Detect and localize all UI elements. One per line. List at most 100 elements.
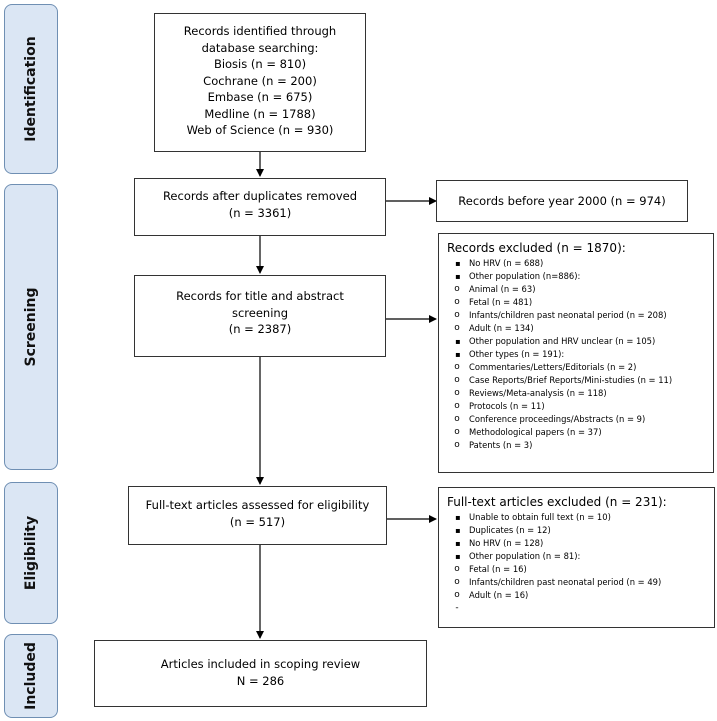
exclusion-reason: ▪ Other population and HRV unclear (n = 1…	[447, 335, 705, 348]
bullet-circle-icon: o	[454, 323, 460, 333]
exclusion-text: No HRV (n = 688)	[469, 258, 544, 268]
exclusion-text: Other population (n=886):	[469, 271, 581, 281]
bullet-circle-icon: o	[454, 590, 460, 600]
bullet-circle-icon: o	[454, 564, 460, 574]
exclusion-text: Other population and HRV unclear (n = 10…	[469, 336, 656, 346]
bullet-square-icon: ▪	[455, 272, 461, 281]
duplicates-line2: (n = 3361)	[228, 205, 292, 220]
bullet-circle-icon: o	[454, 362, 460, 372]
bullet-square-icon: ▪	[455, 552, 461, 561]
exclusion-subreason: o Commentaries/Letters/Editorials (n = 2)	[447, 361, 705, 374]
screening-line1: Records for title and abstract	[176, 289, 344, 303]
exclusion-text: Patents (n = 3)	[469, 440, 533, 450]
before-2000-text: Records before year 2000 (n = 974)	[458, 194, 666, 208]
exclusion-subreason: o Methodological papers (n = 37)	[447, 426, 705, 439]
identified-source: Biosis (n = 810)	[213, 57, 307, 71]
exclusion-text: Methodological papers (n = 37)	[469, 427, 602, 437]
identified-line1: Records identified through	[183, 24, 337, 38]
exclusion-text: No HRV (n = 128)	[469, 538, 544, 548]
screening-line3: (n = 2387)	[228, 322, 292, 336]
exclusion-text: Duplicates (n = 12)	[469, 525, 551, 535]
phase-identification: Identification	[4, 4, 58, 174]
exclusion-text: Fetal (n = 16)	[469, 564, 527, 574]
exclusion-text: Protocols (n = 11)	[469, 401, 545, 411]
exclusion-reason: ▪ No HRV (n = 128)	[447, 537, 706, 550]
exclusion-reason: ▪ Duplicates (n = 12)	[447, 524, 706, 537]
identified-source: Embase (n = 675)	[207, 90, 313, 104]
exclusion-subreason: o Conference proceedings/Abstracts (n = 9…	[447, 413, 705, 426]
fulltext-box: Full-text articles assessed for eligibil…	[128, 486, 387, 545]
exclusion-subreason: o Case Reports/Brief Reports/Mini-studies…	[447, 374, 705, 387]
exclusion-text: Reviews/Meta-analysis (n = 118)	[469, 388, 607, 398]
fulltext-excluded-box: Full-text articles excluded (n = 231): ▪…	[438, 487, 715, 628]
phase-eligibility: Eligibility	[4, 482, 58, 624]
exclusion-text: Infants/children past neonatal period (n…	[469, 310, 667, 320]
included-box: Articles included in scoping review N = …	[94, 640, 427, 707]
bullet-circle-icon: o	[454, 427, 460, 437]
bullet-square-icon: ▪	[455, 539, 461, 548]
exclusion-text: Case Reports/Brief Reports/Mini-studies …	[469, 375, 673, 385]
exclusion-subreason: o Reviews/Meta-analysis (n = 118)	[447, 387, 705, 400]
identified-source: Cochrane (n = 200)	[203, 73, 317, 88]
exclusion-text: Infants/children past neonatal period (n…	[469, 577, 662, 587]
screening-box: Records for title and abstract screening…	[134, 275, 386, 357]
phase-screening: Screening	[4, 184, 58, 470]
bullet-circle-icon: o	[454, 388, 460, 398]
fulltext-excluded-list: ▪Unable to obtain full text (n = 10)▪Dup…	[447, 511, 706, 613]
before-2000-box: Records before year 2000 (n = 974)	[436, 180, 688, 222]
bullet-square-icon: ▪	[455, 526, 461, 535]
exclusion-text: Fetal (n = 481)	[469, 297, 533, 307]
exclusion-subreason: o Adult (n = 134)	[447, 322, 705, 335]
bullet-circle-icon: o	[454, 577, 460, 587]
exclusion-subreason: o Fetal (n = 481)	[447, 296, 705, 309]
exclusion-text: Other population (n = 81):	[469, 551, 581, 561]
exclusion-text: Other types (n = 191):	[469, 349, 565, 359]
exclusion-subreason: o Infants/children past neonatal period (…	[447, 309, 705, 322]
duplicates-line1: Records after duplicates removed	[162, 189, 358, 203]
bullet-square-icon: ▪	[455, 513, 461, 522]
exclusion-subreason: o Adult (n = 16)	[447, 589, 706, 602]
exclusion-reason: ▪ Other population (n = 81):	[447, 550, 706, 563]
exclusion-subreason: o Protocols (n = 11)	[447, 400, 705, 413]
bullet-circle-icon: o	[454, 284, 460, 294]
bullet-circle-icon: o	[454, 310, 460, 320]
bullet-square-icon: ▪	[455, 259, 461, 268]
records-excluded-list: ▪ No HRV (n = 688) ▪ Other population (n=88…	[447, 257, 705, 452]
exclusion-subreason: o Infants/children past neonatal period (…	[447, 576, 706, 589]
identified-line2: database searching:	[201, 40, 319, 55]
fulltext-line2: (n = 517)	[229, 514, 286, 529]
exclusion-reason: ▪ No HRV (n = 688)	[447, 257, 705, 270]
identified-source: Web of Science (n = 930)	[186, 123, 334, 137]
records-identified-box: Records identified through database sear…	[154, 13, 366, 152]
exclusion-reason: ▪Unable to obtain full text (n = 10)	[447, 511, 706, 524]
screening-line2: screening	[231, 305, 288, 320]
exclusion-text: Conference proceedings/Abstracts (n = 9)	[469, 414, 646, 424]
bullet-circle-icon: o	[454, 440, 460, 450]
fulltext-excluded-title: Full-text articles excluded (n = 231):	[447, 495, 667, 509]
bullet-circle-icon: o	[454, 297, 460, 307]
exclusion-reason: ▪ Other population (n=886):	[447, 270, 705, 283]
exclusion-subreason: o Patents (n = 3)	[447, 439, 705, 452]
exclusion-reason: ▪Other types (n = 191):	[447, 348, 705, 361]
exclusion-subreason: o Fetal (n = 16)	[447, 563, 706, 576]
exclusion-text: Adult (n = 16)	[469, 590, 529, 600]
identified-source: Medline (n = 1788)	[204, 106, 316, 121]
bullet-circle-icon: -	[455, 603, 459, 613]
duplicates-removed-box: Records after duplicates removed (n = 33…	[134, 178, 386, 236]
fulltext-line1: Full-text articles assessed for eligibil…	[145, 498, 370, 512]
exclusion-text: Adult (n = 134)	[469, 323, 534, 333]
phase-included: Included	[4, 634, 58, 718]
exclusion-text: Animal (n = 63)	[469, 284, 536, 294]
exclusion-text: Commentaries/Letters/Editorials (n = 2)	[469, 362, 637, 372]
bullet-square-icon: ▪	[455, 337, 461, 346]
exclusion-subreason: o Animal (n = 63)	[447, 283, 705, 296]
bullet-circle-icon: o	[454, 401, 460, 411]
included-line2: N = 286	[236, 673, 285, 688]
records-excluded-title: Records excluded (n = 1870):	[447, 241, 626, 255]
bullet-circle-icon: o	[454, 414, 460, 424]
bullet-circle-icon: o	[454, 375, 460, 385]
included-line1: Articles included in scoping review	[160, 657, 361, 671]
records-excluded-box: Records excluded (n = 1870): ▪ No HRV (n …	[438, 233, 714, 473]
